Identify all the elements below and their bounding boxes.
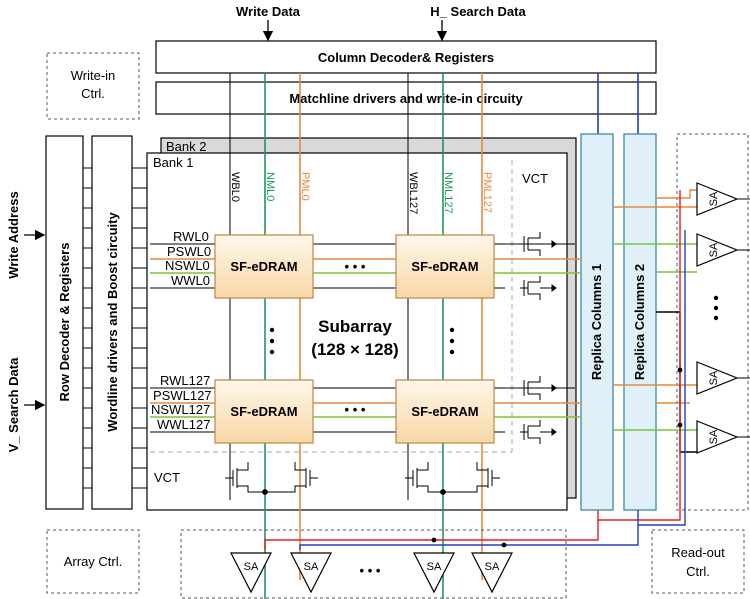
bottom-red-ref <box>264 520 599 550</box>
replica-columns-2 <box>623 133 657 511</box>
ellipsis-vertical-col0 <box>269 327 275 355</box>
bank-1 <box>146 152 568 511</box>
svg-text:SA: SA <box>304 561 319 573</box>
right-sa-2: SA <box>696 233 750 267</box>
array-ctrl-box <box>46 529 140 594</box>
vct-transistor-r0-bottom <box>520 276 557 300</box>
col127-wbl-label: WBL127 <box>407 172 419 214</box>
ellipsis-row127: • • • <box>345 402 366 417</box>
cell-r127-c127: SF-eDRAM <box>395 379 495 444</box>
svg-text:SA: SA <box>708 191 720 206</box>
matchline-drivers-label: Matchline drivers and write-in circuity <box>289 91 523 106</box>
svg-text:SA: SA <box>708 242 720 257</box>
replica-columns-1-label: Replica Columns 1 <box>589 264 604 380</box>
bottom-sa-4: SA <box>471 552 513 594</box>
replica-columns-2-label: Replica Columns 2 <box>632 264 647 380</box>
readout-ctrl-line2: Ctrl. <box>686 564 710 579</box>
matchline-drivers-block <box>155 81 657 115</box>
readout-ctrl-line1: Read-out <box>671 545 725 560</box>
svg-text:SF-eDRAM: SF-eDRAM <box>230 259 297 274</box>
vct-bottom-transistors-col0 <box>225 462 318 495</box>
svg-text:SA: SA <box>427 561 442 573</box>
svg-text:SF-eDRAM: SF-eDRAM <box>411 259 478 274</box>
replica-columns-1 <box>580 133 614 511</box>
bank-1-label: Bank 1 <box>153 155 193 170</box>
bottom-sa-box <box>180 529 567 599</box>
row0-rwl-label: RWL0 <box>173 229 209 244</box>
bottom-sa-ellipsis: • • • <box>360 563 381 578</box>
row0-pswl-label: PSWL0 <box>167 244 211 259</box>
write-data-label: Write Data <box>236 4 301 19</box>
column-decoder-label: Column Decoder& Registers <box>318 50 494 65</box>
vct-bottom-transistors-col127 <box>405 462 500 495</box>
cell-r127-c0: SF-eDRAM <box>214 379 314 444</box>
right-junction-2 <box>677 422 683 428</box>
col127-pml-label: PML127 <box>481 172 493 213</box>
bottom-blue-ref <box>299 525 639 550</box>
right-sa-1: SA <box>696 182 750 216</box>
row127-pswl-label: PSWL127 <box>153 388 212 403</box>
col0-wbl-label: WBL0 <box>229 172 241 202</box>
svg-text:SF-eDRAM: SF-eDRAM <box>411 404 478 419</box>
right-sa-3: SA <box>696 361 750 395</box>
bottom-sa-1: SA <box>230 552 272 594</box>
row127-wwl-label: WWL127 <box>157 417 210 432</box>
subarray-size: (128 × 128) <box>311 340 398 359</box>
bank-2-label: Bank 2 <box>166 139 206 154</box>
vct-top-label: VCT <box>522 171 548 186</box>
cell-r0-c0: SF-eDRAM <box>214 234 314 299</box>
col0-pml-label: PML0 <box>299 172 311 201</box>
column-decoder-block <box>155 40 657 74</box>
svg-text:SA: SA <box>708 429 720 444</box>
ellipsis-row0: • • • <box>345 259 366 274</box>
array-ctrl-label: Array Ctrl. <box>64 554 123 569</box>
row-decoder-label: Row Decoder & Registers <box>57 243 72 402</box>
write-in-ctrl-box <box>46 52 140 120</box>
right-sa-ellipsis <box>713 295 719 321</box>
right-junction-1 <box>677 367 683 373</box>
vct-transistor-r127-top <box>520 376 557 400</box>
ellipsis-vertical-col127 <box>449 327 455 355</box>
row127-nswl-label: NSWL127 <box>151 402 210 417</box>
decoder-to-driver-ticks <box>83 167 148 489</box>
row0-wwl-label: WWL0 <box>171 273 210 288</box>
right-sa-4: SA <box>696 420 750 454</box>
readout-sa-box <box>676 133 749 511</box>
write-address-label: Write Address <box>6 191 21 278</box>
svg-text:SA: SA <box>485 561 500 573</box>
h-search-data-label: H_ Search Data <box>430 4 526 19</box>
vct-bottom-label: VCT <box>154 470 180 485</box>
svg-text:SA: SA <box>708 370 720 385</box>
bottom-junction-1 <box>431 537 437 543</box>
bottom-junction-2 <box>501 542 507 548</box>
right-sa-wires <box>597 189 697 526</box>
row127-rwl-label: RWL127 <box>160 373 210 388</box>
cell-r0-c127: SF-eDRAM <box>395 234 495 299</box>
readout-ctrl-box <box>651 529 745 594</box>
wordline-drivers-block <box>91 135 133 510</box>
svg-text:SA: SA <box>244 561 259 573</box>
bottom-sa-3: SA <box>413 552 455 594</box>
bottom-sa-2: SA <box>290 552 332 594</box>
write-in-ctrl-line2: Ctrl. <box>81 86 105 101</box>
write-in-ctrl-line1: Write-in <box>71 68 116 83</box>
vct-transistor-r0-top <box>520 232 557 256</box>
col0-nml-label: NML0 <box>264 172 276 201</box>
subarray-title: Subarray <box>318 317 392 336</box>
vct-transistor-r127-bottom <box>520 420 557 444</box>
svg-text:SF-eDRAM: SF-eDRAM <box>230 404 297 419</box>
col127-nml-label: NML127 <box>442 172 454 214</box>
wordline-drivers-label: Wordline drivers and Boost circuity <box>105 212 120 432</box>
row0-nswl-label: NSWL0 <box>165 258 210 273</box>
v-search-data-label: V_ Search Data <box>6 357 21 452</box>
row-decoder-block <box>45 135 84 510</box>
